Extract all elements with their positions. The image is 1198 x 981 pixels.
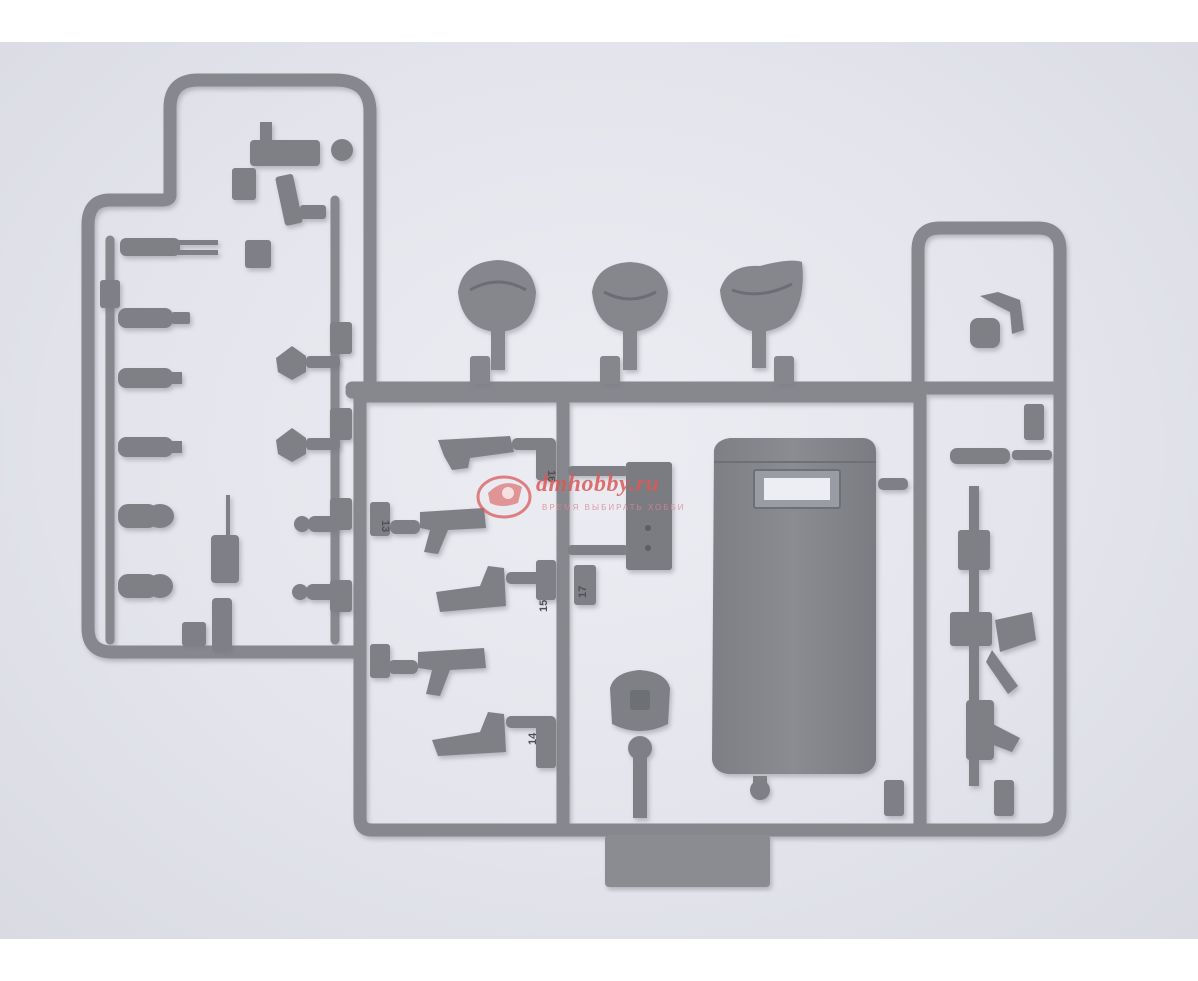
scope-part — [950, 448, 1052, 464]
camera-lens-icon — [476, 475, 532, 519]
pistol-1 — [390, 508, 486, 554]
helmet-2 — [592, 262, 668, 370]
grenade-parts — [276, 346, 340, 600]
part-number-labels: 13 14 15 16 17 — [379, 470, 589, 745]
photo: 13 14 15 16 17 dmhobby.ru ВРЕМЯ ВЫБИРАТЬ… — [0, 42, 1198, 939]
rifle-parts — [884, 292, 1052, 816]
bracket-part — [568, 462, 672, 605]
part-number-13: 13 — [379, 520, 391, 532]
sprue-tab — [605, 835, 770, 887]
helmet-1 — [458, 260, 536, 370]
radio-part — [211, 495, 239, 652]
riot-shield-part — [712, 438, 908, 800]
submachine-gun-part — [232, 122, 353, 268]
pistol-parts — [370, 436, 556, 768]
kneepad-part — [610, 670, 670, 818]
pistol-2 — [388, 648, 486, 696]
left-panel-parts — [100, 122, 353, 652]
attachment-parts — [118, 238, 218, 598]
part-number-14: 14 — [527, 732, 539, 745]
assault-rifle — [950, 486, 1036, 786]
part-number-16: 16 — [545, 470, 557, 482]
part-number-17: 17 — [577, 586, 589, 598]
helmet-3 — [720, 260, 803, 368]
watermark: dmhobby.ru ВРЕМЯ ВЫБИРАТЬ ХОББИ — [474, 463, 734, 523]
sight-part — [970, 292, 1024, 348]
watermark-tagline: ВРЕМЯ ВЫБИРАТЬ ХОББИ — [542, 503, 686, 512]
sprue-photo: 13 14 15 16 17 — [81, 73, 1067, 887]
sprue-runner-frame — [81, 73, 1067, 837]
watermark-name: dmhobby.ru — [536, 471, 660, 497]
helmet-parts — [458, 260, 803, 384]
part-number-15: 15 — [538, 600, 550, 612]
